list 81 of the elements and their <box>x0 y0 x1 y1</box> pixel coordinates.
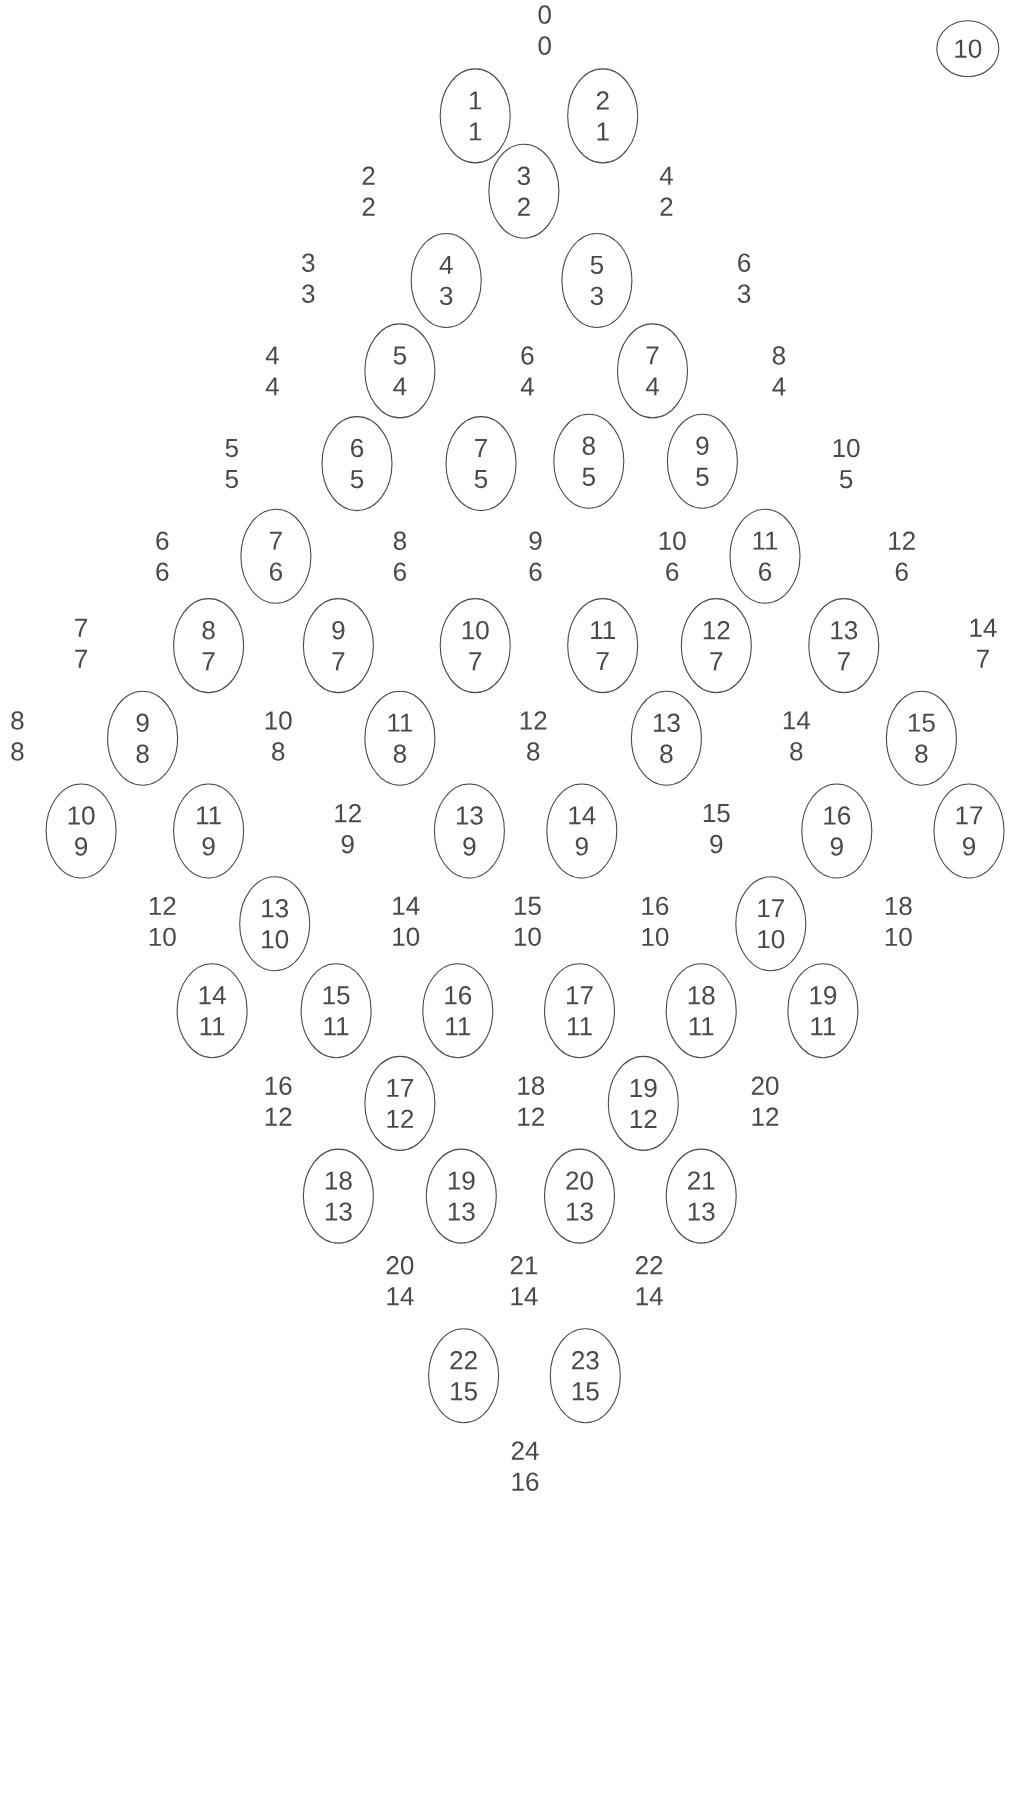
oval: 13 7 <box>808 598 880 694</box>
number-pair: 18 10 <box>885 896 912 947</box>
oval: 12 7 <box>680 598 752 694</box>
oval: 2 1 <box>567 68 639 164</box>
number-pair: 14 7 <box>970 618 997 668</box>
oval: 22 15 <box>428 1328 500 1424</box>
number-pair: 8 4 <box>772 346 786 396</box>
number-pair: 20 12 <box>751 1076 779 1126</box>
number-pair: 20 14 <box>386 1256 414 1306</box>
oval: 1 1 <box>439 68 511 164</box>
oval: 15 8 <box>885 690 957 786</box>
oval: 18 11 <box>665 963 737 1059</box>
oval: 10 7 <box>439 598 511 694</box>
oval: 16 9 <box>801 783 873 879</box>
number-pair: 6 3 <box>737 253 751 303</box>
number-pair: 10 8 <box>265 711 292 761</box>
number-pair: 4 4 <box>265 346 279 396</box>
oval: 17 10 <box>735 876 807 972</box>
number-pair: 18 12 <box>518 1076 545 1126</box>
oval: 16 11 <box>422 963 494 1059</box>
number-pair: 0 0 <box>538 5 551 55</box>
oval: 13 8 <box>630 690 702 786</box>
oval: 5 4 <box>364 323 436 419</box>
number-pair: 15 10 <box>514 896 541 946</box>
oval: 18 13 <box>302 1148 374 1244</box>
oval: 13 9 <box>433 783 505 879</box>
oval: 21 13 <box>665 1148 737 1244</box>
oval: 20 13 <box>543 1148 616 1244</box>
oval: 23 15 <box>549 1328 621 1424</box>
number-pair: 10 6 <box>659 531 686 581</box>
oval: 17 11 <box>543 963 616 1059</box>
number-pair: 15 9 <box>703 804 730 854</box>
oval: 11 9 <box>173 783 245 879</box>
number-pair: 4 2 <box>659 166 673 216</box>
oval: 5 3 <box>561 232 633 329</box>
oval: 19 13 <box>425 1148 497 1244</box>
oval: 8 5 <box>553 413 625 509</box>
oval: 19 12 <box>607 1055 679 1151</box>
oval: 7 4 <box>616 323 689 419</box>
oval: 7 6 <box>240 508 312 604</box>
number-pair: 14 8 <box>783 711 810 761</box>
number-pair: 16 10 <box>642 896 669 947</box>
oval: 3 2 <box>488 143 560 239</box>
oval: 13 10 <box>239 876 311 972</box>
number-pair: 12 8 <box>520 711 547 761</box>
oval: 19 11 <box>787 963 859 1059</box>
oval: 17 9 <box>933 783 1005 879</box>
oval: 9 8 <box>107 690 179 786</box>
oval: 7 5 <box>445 416 517 512</box>
oval: 11 7 <box>567 598 639 694</box>
number-pair: 8 8 <box>11 711 24 761</box>
number-pair: 6 4 <box>520 346 534 396</box>
number-pair: 7 7 <box>75 618 88 668</box>
circled-number: 10 <box>936 20 1000 78</box>
number-pair: 8 6 <box>393 531 406 581</box>
oval: 9 5 <box>666 413 738 509</box>
oval: 14 9 <box>546 783 618 879</box>
number-pair: 22 14 <box>635 1256 663 1306</box>
number-pair: 10 5 <box>833 438 860 489</box>
number-pair: 12 10 <box>149 896 176 947</box>
oval: 11 8 <box>364 690 436 786</box>
number-pair: 12 6 <box>889 531 915 581</box>
oval: 9 7 <box>302 598 374 694</box>
number-pair: 24 16 <box>511 1441 539 1491</box>
number-pair: 6 6 <box>156 531 169 581</box>
number-pair: 12 9 <box>335 804 361 854</box>
number-pair: 16 12 <box>265 1076 292 1126</box>
oval: 4 3 <box>410 232 482 329</box>
oval: 15 11 <box>300 963 372 1059</box>
oval: 6 5 <box>321 416 393 512</box>
number-pair: 9 6 <box>529 531 542 581</box>
oval: 11 6 <box>729 508 801 604</box>
number-pair: 14 10 <box>393 896 420 946</box>
oval: 10 9 <box>45 783 117 879</box>
oval: 17 12 <box>364 1055 436 1151</box>
oval: 8 7 <box>173 598 245 694</box>
number-pair: 21 14 <box>510 1256 538 1306</box>
number-pair: 2 2 <box>362 166 375 216</box>
number-pair: 5 5 <box>225 439 238 489</box>
number-pair: 3 3 <box>302 253 315 303</box>
oval: 14 11 <box>176 963 248 1059</box>
